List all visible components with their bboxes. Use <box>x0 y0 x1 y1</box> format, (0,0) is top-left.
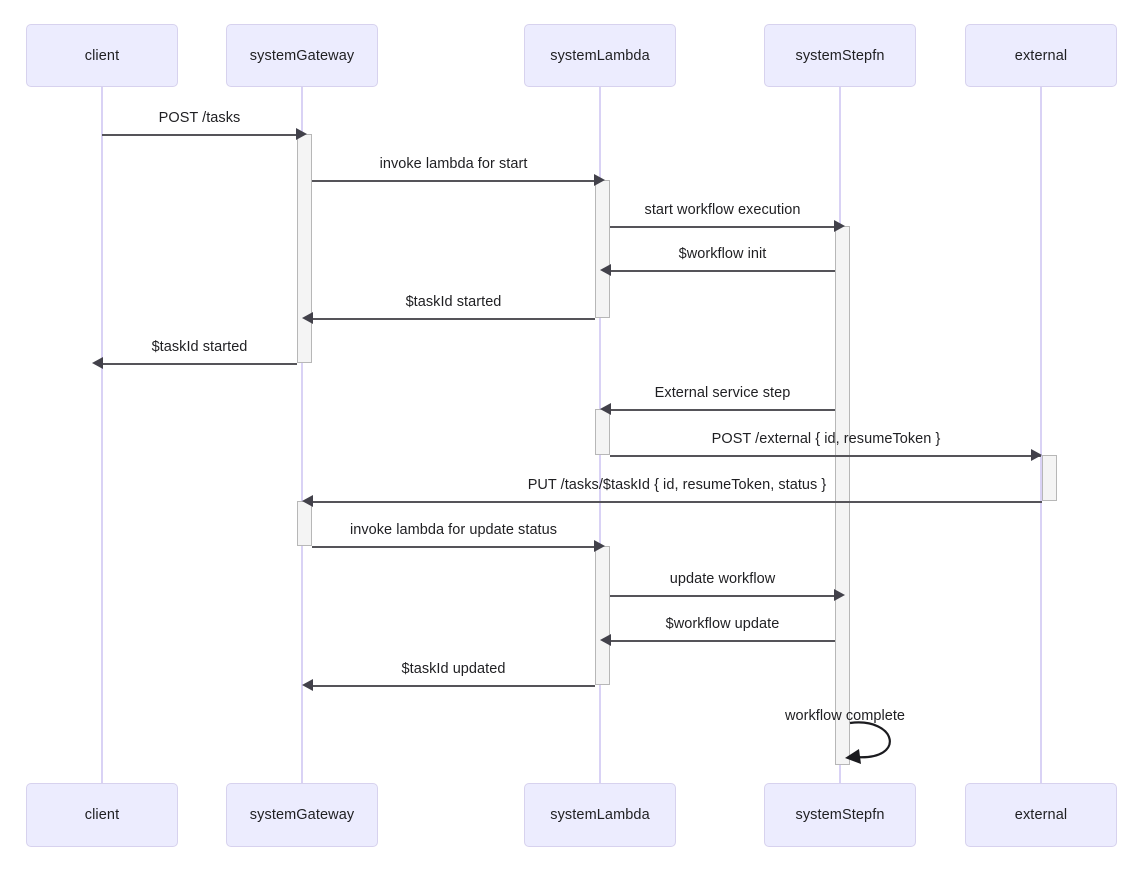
message-line-6 <box>103 363 297 365</box>
participant-label: client <box>84 47 120 64</box>
participant-label: client <box>84 807 120 823</box>
message-arrowhead-10 <box>594 540 605 552</box>
message-line-3 <box>610 226 834 228</box>
message-line-7 <box>611 409 835 411</box>
message-label-9: PUT /tasks/$taskId { id, resumeToken, st… <box>527 477 827 493</box>
message-selfloop-14 <box>845 721 891 764</box>
activation-systemStepfn-1 <box>835 226 850 765</box>
activation-systemLambda-1 <box>595 180 610 318</box>
participant-external-top[interactable]: external <box>965 24 1117 87</box>
lifeline-systemGateway <box>301 87 303 783</box>
message-line-13 <box>313 685 595 687</box>
message-arrowhead-3 <box>834 220 845 232</box>
message-label-12: $workflow update <box>665 616 780 632</box>
participant-systemGateway-top[interactable]: systemGateway <box>226 24 378 87</box>
message-line-5 <box>313 318 595 320</box>
activation-systemGateway-2 <box>297 501 312 546</box>
activation-systemLambda-3 <box>595 546 610 685</box>
participant-client-bottom[interactable]: client <box>26 783 178 847</box>
message-label-5: $taskId started <box>405 294 502 310</box>
message-arrowhead-13 <box>302 679 313 691</box>
lifeline-external <box>1040 87 1042 783</box>
activation-systemGateway-1 <box>297 134 312 363</box>
message-arrowhead-8 <box>1031 449 1042 461</box>
participant-label: external <box>1014 807 1068 823</box>
message-arrowhead-12 <box>600 634 611 646</box>
message-line-4 <box>611 270 835 272</box>
message-label-14: workflow complete <box>784 708 906 724</box>
activation-external-1 <box>1042 455 1057 501</box>
message-line-12 <box>611 640 835 642</box>
lifeline-client <box>101 87 103 783</box>
message-label-8: POST /external { id, resumeToken } <box>711 431 941 447</box>
message-label-11: update workflow <box>669 571 776 587</box>
message-line-10 <box>312 546 594 548</box>
message-arrowhead-9 <box>302 495 313 507</box>
message-arrowhead-5 <box>302 312 313 324</box>
message-label-1: POST /tasks <box>158 110 241 126</box>
message-line-1 <box>102 134 296 136</box>
participant-label: systemGateway <box>249 47 355 64</box>
participant-systemStepfn-top[interactable]: systemStepfn <box>764 24 916 87</box>
participant-label: systemLambda <box>550 807 650 823</box>
message-arrowhead-7 <box>600 403 611 415</box>
message-label-7: External service step <box>654 385 791 401</box>
participant-client-top[interactable]: client <box>26 24 178 87</box>
participant-label: systemGateway <box>249 807 355 823</box>
message-label-10: invoke lambda for update status <box>349 522 558 538</box>
participant-label: systemLambda <box>550 47 650 64</box>
participant-systemStepfn-bottom[interactable]: systemStepfn <box>764 783 916 847</box>
message-arrowhead-2 <box>594 174 605 186</box>
message-line-11 <box>610 595 834 597</box>
participant-label: systemStepfn <box>795 47 885 64</box>
message-arrowhead-1 <box>296 128 307 140</box>
message-arrowhead-11 <box>834 589 845 601</box>
participant-external-bottom[interactable]: external <box>965 783 1117 847</box>
message-arrowhead-4 <box>600 264 611 276</box>
message-arrowhead-6 <box>92 357 103 369</box>
message-line-2 <box>312 180 594 182</box>
activation-systemLambda-2 <box>595 409 610 455</box>
message-label-6: $taskId started <box>151 339 248 355</box>
message-label-13: $taskId updated <box>401 661 506 677</box>
participant-systemLambda-top[interactable]: systemLambda <box>524 24 676 87</box>
message-line-8 <box>610 455 1041 457</box>
participant-label: systemStepfn <box>795 807 885 823</box>
participant-systemLambda-bottom[interactable]: systemLambda <box>524 783 676 847</box>
message-label-2: invoke lambda for start <box>379 156 528 172</box>
message-label-4: $workflow init <box>678 246 767 262</box>
message-line-9 <box>313 501 1042 503</box>
participant-label: external <box>1014 47 1068 64</box>
message-label-3: start workflow execution <box>644 202 801 218</box>
participant-systemGateway-bottom[interactable]: systemGateway <box>226 783 378 847</box>
